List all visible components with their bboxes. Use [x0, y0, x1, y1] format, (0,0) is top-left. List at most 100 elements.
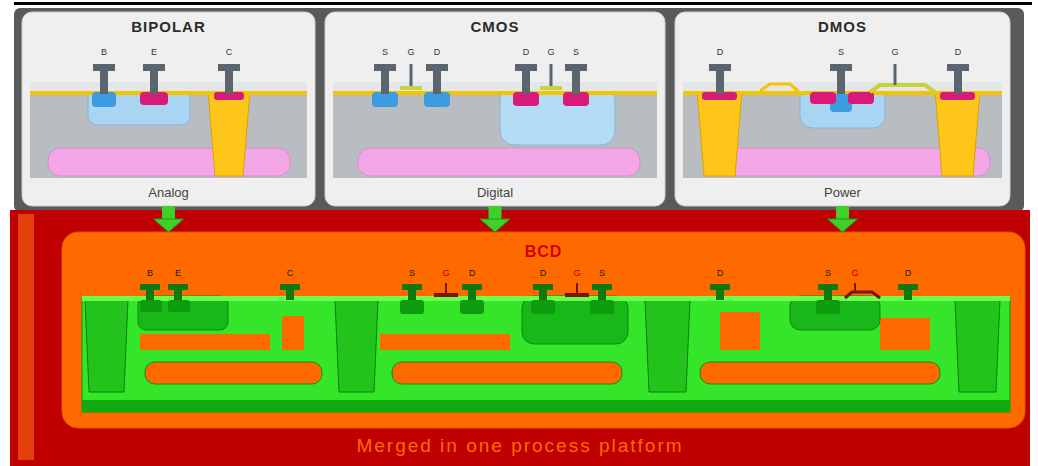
- process-panel: DMOS Power: [675, 12, 1010, 206]
- terminal-label: G: [434, 269, 458, 278]
- drain-sinker: [935, 90, 980, 176]
- well-gap: [720, 312, 760, 350]
- flow-arrow: [154, 206, 184, 232]
- contact-region: [400, 300, 424, 314]
- contact: [168, 284, 188, 300]
- well-gap: [880, 318, 930, 350]
- contact: [709, 64, 731, 94]
- n-plus-region: [372, 92, 398, 107]
- gate-poly: [845, 292, 880, 298]
- buried-layer: [700, 362, 940, 384]
- oxide: [30, 82, 307, 91]
- panel-ground: [325, 12, 665, 206]
- buried-layer: [392, 362, 622, 384]
- contact-region: [168, 300, 190, 312]
- platform-band: [10, 210, 1030, 466]
- panel-heading: CMOS: [329, 18, 661, 35]
- terminal-label: C: [278, 269, 302, 278]
- substrate: [82, 400, 1010, 412]
- surface-layer: [30, 91, 307, 95]
- contact: [710, 284, 730, 300]
- contact: [592, 284, 612, 300]
- dmos-section: [683, 64, 1002, 178]
- panel-heading: BIPOLAR: [26, 18, 311, 35]
- terminal-label: C: [217, 48, 241, 57]
- terminal-label: E: [166, 269, 190, 278]
- terminal-label: D: [460, 269, 484, 278]
- contact-region: [460, 300, 484, 314]
- gate-poly: [540, 86, 562, 90]
- gate-poly: [434, 293, 458, 297]
- panel-caption: Power: [679, 186, 1006, 201]
- contact-region: [590, 300, 614, 314]
- isolation: [85, 300, 128, 392]
- terminal-label: G: [399, 48, 423, 57]
- terminal-label: S: [400, 269, 424, 278]
- contact: [515, 64, 537, 94]
- buried-layer: [48, 148, 290, 176]
- gate-contact: [854, 283, 856, 292]
- gate-poly: [870, 85, 935, 92]
- panel-caption: Digital: [329, 186, 661, 201]
- contact: [143, 64, 165, 94]
- panel-ground: [675, 12, 1010, 206]
- isolation: [335, 300, 378, 392]
- terminal-label: S: [590, 269, 614, 278]
- terminal-label: B: [138, 269, 162, 278]
- top-ground: [14, 8, 1024, 212]
- terminal-label: S: [829, 48, 853, 57]
- gate-contact: [445, 283, 447, 293]
- terminal-label: E: [142, 48, 166, 57]
- base-well: [138, 296, 228, 330]
- drain-sinker: [697, 90, 742, 176]
- gate-poly: [400, 86, 422, 90]
- flow-arrow: [480, 206, 510, 232]
- terminal-label: D: [514, 48, 538, 57]
- source-region: [848, 92, 874, 104]
- contact-region: [140, 300, 162, 312]
- well-gap: [140, 334, 270, 350]
- buried-layer: [145, 362, 322, 384]
- bcd-box: [62, 232, 1025, 428]
- contact: [374, 64, 396, 94]
- contact: [93, 64, 115, 94]
- panel-ground: [22, 12, 315, 206]
- gate-contact: [576, 283, 578, 293]
- flow-arrow: [828, 206, 858, 232]
- terminal-label: G: [539, 48, 563, 57]
- process-panel: CMOS Digital: [325, 12, 665, 206]
- top-rule: [14, 2, 1032, 5]
- p-plus-region: [563, 92, 589, 106]
- terminal-label: S: [816, 269, 840, 278]
- oxide-step: [760, 84, 798, 91]
- bcd-section: [82, 283, 1010, 412]
- arrow-head: [154, 219, 184, 232]
- contact: [462, 284, 482, 300]
- terminal-label: G: [883, 48, 907, 57]
- terminal-label: S: [564, 48, 588, 57]
- contact: [426, 64, 448, 94]
- gate-contact: [550, 64, 553, 86]
- panel-caption: Analog: [26, 186, 311, 201]
- terminal-label: B: [92, 48, 116, 57]
- contact: [565, 64, 587, 94]
- p-plus-region: [513, 92, 539, 106]
- contact-region: [816, 300, 840, 314]
- isolation: [955, 300, 1000, 392]
- isolation: [645, 300, 690, 392]
- arrow-shaft: [489, 206, 502, 220]
- band-edge: [18, 214, 34, 460]
- n-plus-region: [424, 92, 450, 107]
- panel-heading: DMOS: [679, 18, 1006, 35]
- contact: [218, 64, 240, 94]
- arrow-head: [828, 219, 858, 232]
- arrow-head: [480, 219, 510, 232]
- bcd-heading: BCD: [66, 243, 1021, 261]
- contact: [818, 284, 838, 300]
- arrow-shaft: [162, 206, 175, 220]
